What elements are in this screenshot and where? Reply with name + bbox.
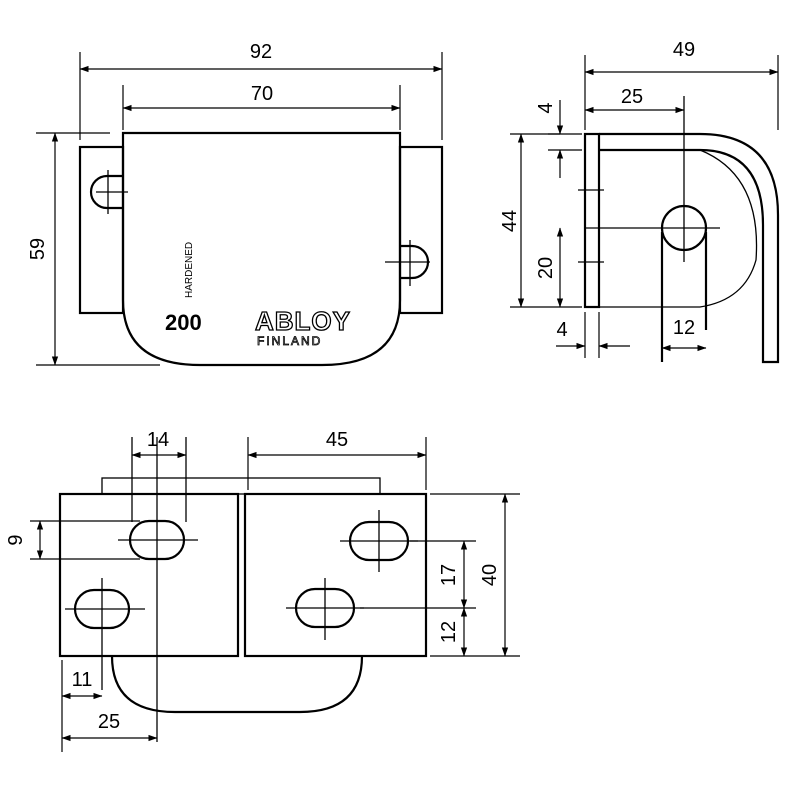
dim-40: 40 bbox=[479, 564, 501, 586]
front-view: HARDENED 200 ABLOY FINLAND 92 70 59 bbox=[27, 41, 444, 367]
dim-44: 44 bbox=[499, 210, 521, 232]
right-flange bbox=[398, 145, 444, 315]
dim-25-side: 25 bbox=[621, 86, 643, 108]
dim-70: 70 bbox=[251, 83, 273, 105]
dim-14: 14 bbox=[147, 429, 169, 451]
brand-logo: ABLOY bbox=[255, 306, 351, 336]
left-flange bbox=[78, 145, 125, 315]
dim-59: 59 bbox=[27, 238, 49, 260]
dim-11: 11 bbox=[72, 669, 93, 691]
left-plate bbox=[58, 492, 240, 658]
dim-49: 49 bbox=[673, 39, 695, 61]
model-number: 200 bbox=[165, 310, 202, 335]
dim-12-side: 12 bbox=[673, 317, 695, 339]
hardened-label: HARDENED bbox=[184, 242, 195, 298]
right-plate bbox=[243, 492, 428, 658]
back-strip bbox=[101, 477, 381, 495]
bent-arm bbox=[599, 132, 780, 364]
front-plate bbox=[121, 131, 402, 367]
bracket-curve bbox=[599, 149, 758, 308]
dim-4-bottom: 4 bbox=[556, 319, 567, 341]
left-flange-slot bbox=[89, 174, 123, 210]
dim-25-bottom: 25 bbox=[98, 711, 120, 733]
dim-45: 45 bbox=[326, 429, 348, 451]
dim-9: 9 bbox=[5, 534, 27, 545]
dim-4-top: 4 bbox=[535, 102, 557, 113]
side-plate bbox=[583, 132, 601, 309]
lower-plate bbox=[110, 655, 364, 714]
dim-12-bottom: 12 bbox=[438, 621, 460, 643]
bottom-view: 14 45 9 40 17 12 11 25 bbox=[5, 429, 520, 752]
dim-17: 17 bbox=[438, 564, 460, 586]
brand-country: FINLAND bbox=[257, 334, 322, 348]
dim-20: 20 bbox=[535, 257, 557, 279]
side-view: 49 25 4 44 20 4 12 bbox=[499, 39, 780, 364]
dim-92: 92 bbox=[250, 41, 272, 63]
